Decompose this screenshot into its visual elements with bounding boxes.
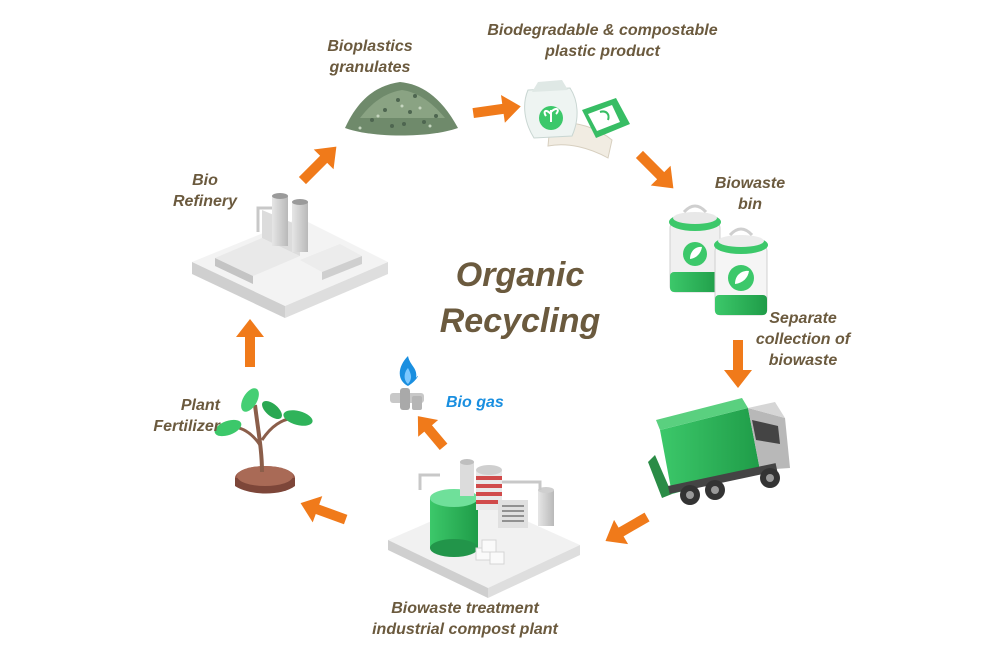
label-line: Biowaste treatment (391, 600, 539, 617)
arrow-plant-to-fertilizer (300, 496, 348, 525)
arrow-product-to-bin (635, 150, 674, 189)
compostable-products-icon (524, 80, 630, 159)
label-line: Biodegradable & compostable (487, 22, 718, 39)
label-line: collection of (755, 331, 851, 348)
label-bioplastics-granulates: Bioplastics granulates (300, 36, 440, 78)
biowaste-bin-icon (669, 204, 768, 316)
arrow-granulates-to-product (472, 95, 521, 123)
label-line: Bio gas (446, 394, 504, 411)
label-line: biowaste (768, 352, 838, 369)
label-line: plastic product (545, 43, 660, 60)
label-compost-plant: Biowaste treatment industrial compost pl… (355, 598, 575, 640)
label-line: Fertilizer (153, 418, 220, 435)
label-line: bin (738, 196, 762, 213)
label-line: Plant (180, 397, 220, 414)
cycle-arrows (236, 95, 752, 545)
arrow-truck-to-plant (605, 512, 650, 545)
compost-plant-icon (388, 459, 580, 598)
label-bio-gas: Bio gas (446, 392, 526, 413)
label-line: industrial compost plant (372, 621, 558, 638)
arrow-plant-to-biogas (417, 416, 448, 451)
arrow-fertilizer-to-refinery (236, 319, 264, 367)
title-line-2: Recycling (439, 302, 601, 340)
label-line: Refinery (172, 193, 238, 210)
arrow-collection-to-truck (724, 340, 752, 388)
biorefinery-icon (192, 193, 388, 318)
label-compostable-product: Biodegradable & compostable plastic prod… (470, 20, 735, 62)
label-line: Bioplastics (327, 38, 413, 55)
arrow-refinery-to-granulates (298, 146, 337, 185)
gas-flame-icon (390, 356, 424, 410)
label-plant-fertilizer: Plant Fertilizer (130, 395, 220, 437)
title-line-1: Organic (455, 256, 585, 294)
label-biowaste-bin: Biowaste bin (700, 173, 800, 215)
label-line: Biowaste (714, 175, 786, 192)
label-bio-refinery: Bio Refinery (165, 170, 245, 212)
garbage-truck-icon (648, 398, 790, 505)
diagram-title: Organic Recycling (400, 252, 640, 344)
label-separate-collection: Separate collection of biowaste (748, 308, 858, 371)
label-line: granulates (329, 59, 411, 76)
granulates-icon (345, 82, 458, 136)
plant-sprout-icon (214, 388, 313, 494)
label-line: Bio (192, 172, 218, 189)
label-line: Separate (769, 310, 837, 327)
